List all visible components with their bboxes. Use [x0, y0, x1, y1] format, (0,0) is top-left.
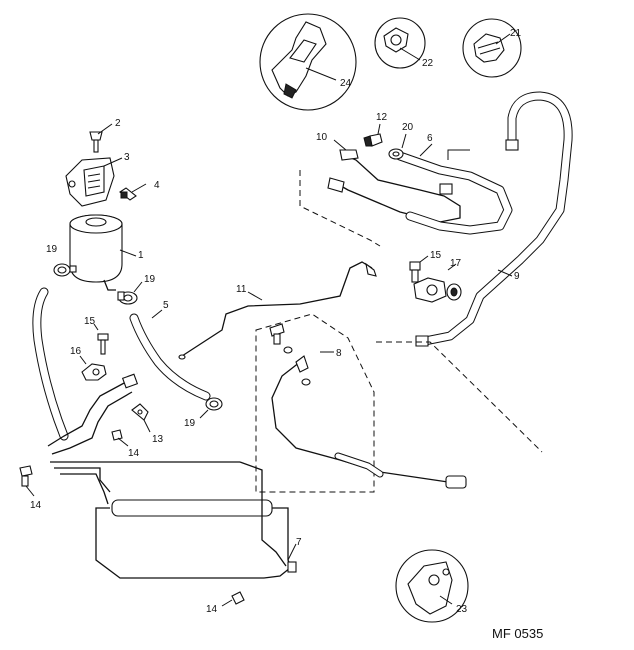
- detail-box-8: [255, 313, 375, 493]
- clamp-17: [413, 263, 462, 303]
- bolt-14b: [111, 429, 129, 447]
- bracket-13: [131, 403, 151, 433]
- reservoir-1: [69, 214, 137, 291]
- callout-15-left: 15: [84, 316, 96, 327]
- bolt-15a: [93, 323, 109, 355]
- pipe-10: [327, 139, 461, 223]
- bolt-14a: [19, 465, 35, 497]
- bolt-15b: [409, 255, 429, 283]
- callout-8: 8: [336, 348, 342, 359]
- leader-dashed-upper: [299, 170, 381, 247]
- detail-clip-24: [259, 13, 357, 111]
- clip-19a: [53, 263, 77, 277]
- hose-left-long: [32, 287, 69, 441]
- detail-clip-22: [374, 17, 426, 69]
- callout-14-bottom: 14: [206, 604, 218, 615]
- callout-23: 23: [456, 604, 468, 615]
- leader-dashed-9: [376, 341, 543, 453]
- callout-2: 2: [115, 118, 121, 129]
- callout-3: 3: [124, 152, 130, 163]
- clip-20: [388, 133, 407, 160]
- callout-19-bottom: 19: [184, 418, 196, 429]
- callout-19-top: 19: [46, 244, 58, 255]
- callout-labels: 1 2 3 4 5 6 7 8 9 10 11 12 13 14 14 14 1…: [30, 28, 522, 615]
- detail-clip-21: [462, 18, 522, 78]
- bolt-2: [89, 123, 113, 153]
- callout-9: 9: [514, 271, 520, 282]
- reference-code: MF 0535: [492, 626, 543, 641]
- callout-5: 5: [163, 300, 169, 311]
- callout-7: 7: [296, 537, 302, 548]
- bolt-14c: [221, 591, 245, 607]
- union-12: [363, 123, 383, 147]
- callout-6: 6: [427, 133, 433, 144]
- bolt-4: [119, 183, 147, 201]
- callout-17: 17: [450, 258, 462, 269]
- pipe-8: [269, 323, 467, 489]
- leader-6-bracket: [447, 149, 470, 160]
- callout-13: 13: [152, 434, 164, 445]
- callout-10: 10: [316, 132, 328, 143]
- callout-24: 24: [340, 78, 352, 89]
- callout-14-mid: 14: [128, 448, 140, 459]
- pipe-bundle-left: [47, 373, 240, 505]
- callout-19-mid: 19: [144, 274, 156, 285]
- clamp-16: [79, 355, 107, 381]
- clip-19b: [117, 281, 143, 305]
- callout-14-left: 14: [30, 500, 42, 511]
- callout-21: 21: [510, 28, 522, 39]
- callout-20: 20: [402, 122, 414, 133]
- callout-12: 12: [376, 112, 388, 123]
- hose-5: [129, 309, 211, 401]
- callout-1: 1: [138, 250, 144, 261]
- hose-9: [415, 91, 573, 347]
- oil-cooler-7: [95, 461, 297, 579]
- callout-15-right: 15: [430, 250, 442, 261]
- hose-6: [395, 143, 513, 235]
- bracket-3: [65, 157, 123, 207]
- detail-bracket-23: [395, 549, 469, 623]
- callout-4: 4: [154, 180, 160, 191]
- callout-11: 11: [236, 284, 247, 295]
- pipe-11: [178, 261, 377, 360]
- callout-22: 22: [422, 58, 434, 69]
- clip-19c: [199, 397, 223, 419]
- callout-16: 16: [70, 346, 82, 357]
